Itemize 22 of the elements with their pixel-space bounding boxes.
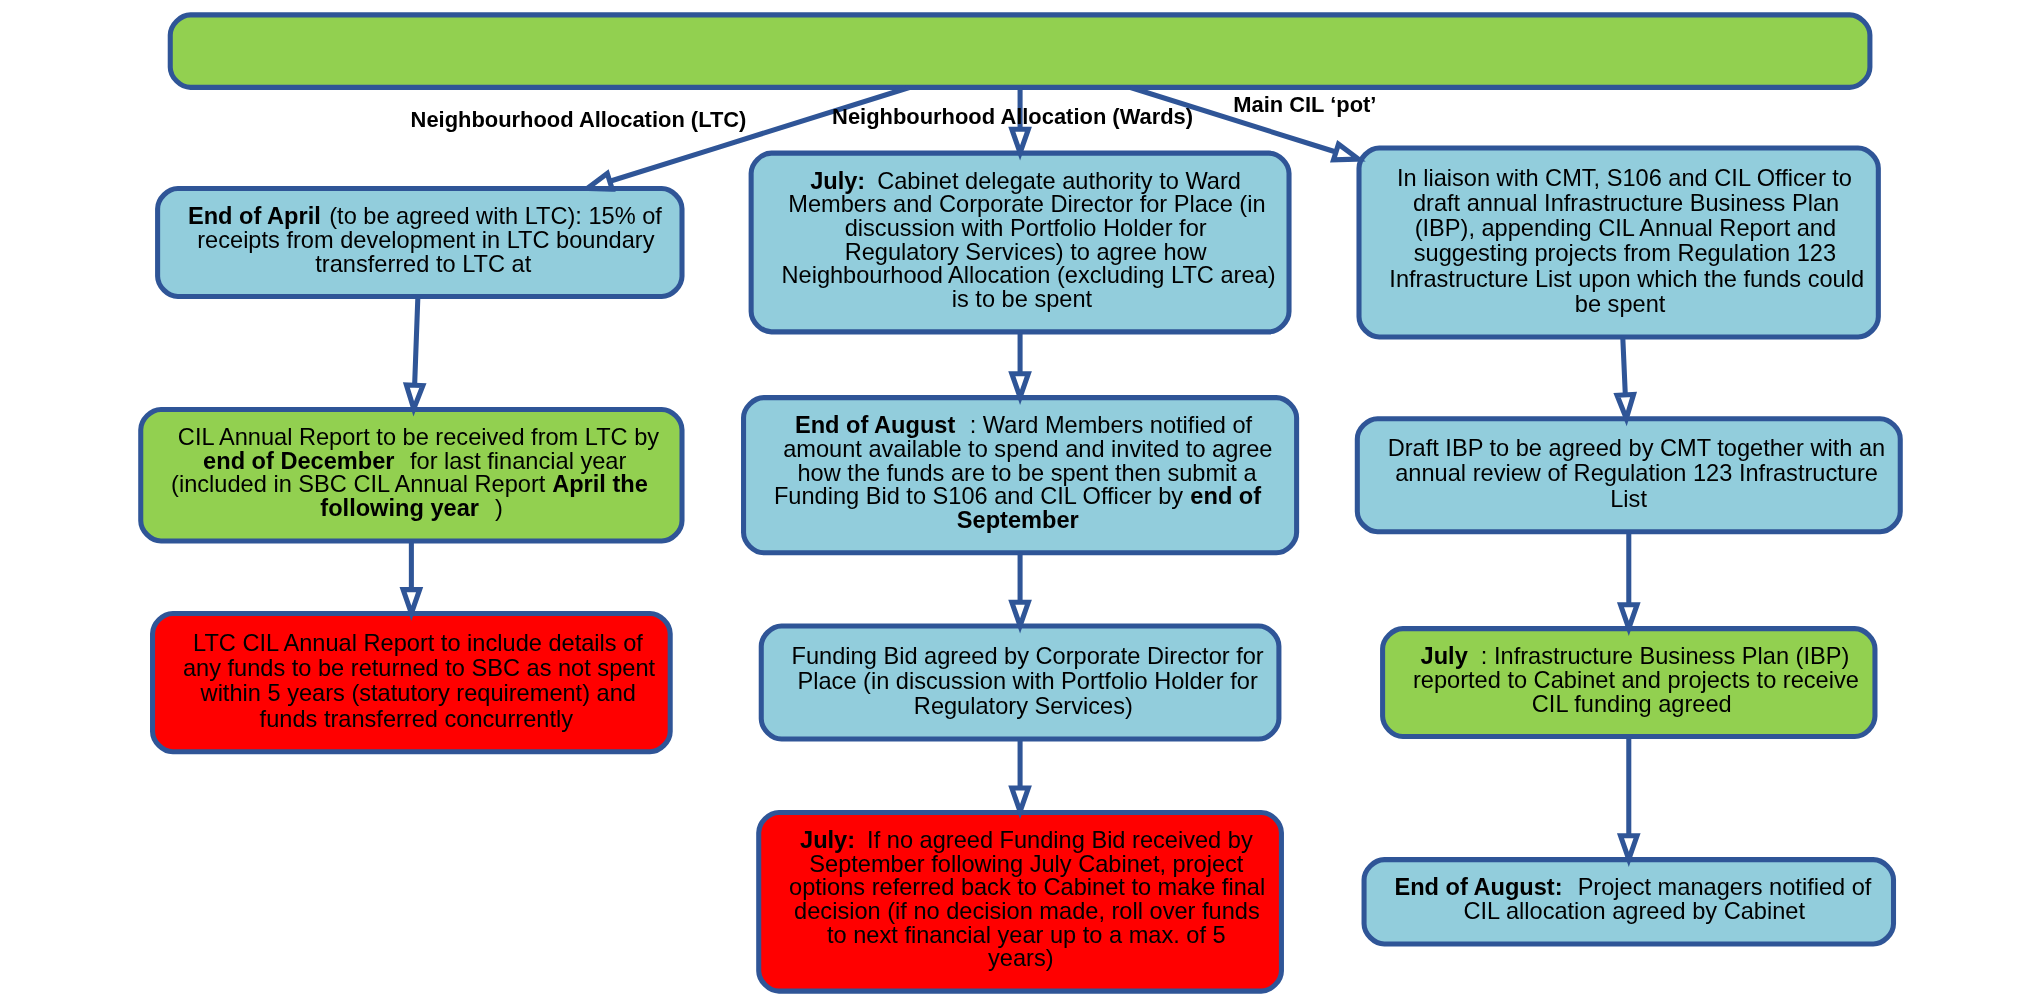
node-box: Draft IBP to be agreed by CMT together with an annual review of Regulation 123 Infrastructure List [1354, 416, 1903, 535]
arrow [1007, 552, 1032, 634]
node-box [167, 12, 1872, 90]
arrow [402, 296, 427, 417]
edge-label: Main CIL ‘pot’ [1232, 92, 1376, 117]
node-box: LTC CIL Annual Report to include details of any funds to be returned to SBC as not spent within 5 years (statutory requirement) and funds transferred concurrently [149, 610, 673, 755]
node-box: July: Infrastructure Business Plan (IBP) reported to Cabinet and projects to receive CIL funding agreed [1379, 626, 1877, 740]
arrow [1007, 739, 1032, 820]
node-box: End of April (to be agreed with LTC): 15% of receipts from development in LTC boundary transferred to LTC at [154, 186, 685, 299]
arrow [1007, 332, 1032, 405]
node-box: In liaison with CMT, S106 and CIL Officer to draft annual Infrastructure Business Plan (IBP), appending CIL Annual Report and suggesting projects from Regulation 123 Infrastructure List upon which the funds could be spent [1355, 145, 1881, 340]
edge-label: Neighbourhood Allocation (LTC) [410, 106, 746, 132]
node-box: CIL Annual Report to be received from LTC by end of December for last financial year (included in SBC CIL Annual Report April the following year) [137, 406, 685, 544]
node-box: July: If no agreed Funding Bid received by September following July Cabinet, project options referred back to Cabinet to make final decision (if no decision made, roll over funds to next financial year up to a max. of 5 years) [755, 809, 1284, 994]
node-box: Funding Bid agreed by Corporate Director for Place (in discussion with Portfolio Holder for Regulatory Services) [758, 623, 1281, 742]
arrow [1616, 532, 1641, 637]
node-box: July: Cabinet delegate authority to Ward Members and Corporate Director for Place (in discussion with Portfolio Holder for Regulatory Services) to agree how Neighbourhood Allocation (excluding LTC area) is to be spent [748, 150, 1292, 335]
arrow [1616, 737, 1641, 867]
node-box: End of August: Ward Members notified of amount available to spend and invited to agree how the funds are to be spent then submit a Funding Bid to S106 and CIL Officer by end of September [740, 395, 1299, 556]
node-box: End of August: Project managers notified of CIL allocation agreed by Cabinet [1361, 857, 1896, 947]
arrow [399, 541, 423, 621]
arrow [1612, 337, 1637, 427]
